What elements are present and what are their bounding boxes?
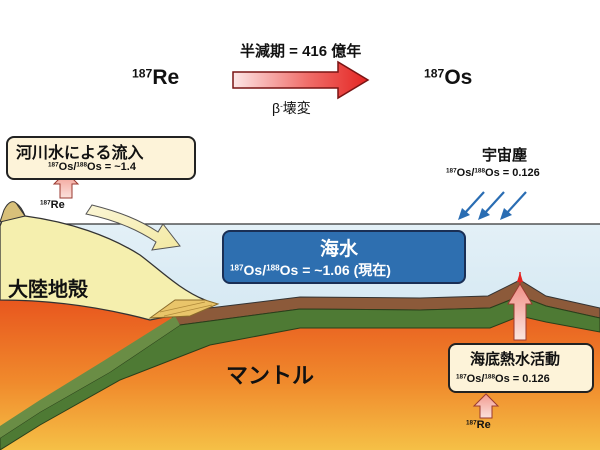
hydrothermal-re-arrow bbox=[472, 393, 500, 419]
seawater-ratio: 187Os/188Os = ~1.06 (現在) bbox=[230, 262, 391, 278]
continental-crust-label: 大陸地殻 bbox=[8, 279, 88, 301]
continent bbox=[0, 202, 207, 321]
seawater-box: 海水 187Os/188Os = ~1.06 (現在) bbox=[222, 230, 466, 284]
beta-decay-label: β-壊変 bbox=[272, 100, 311, 116]
river-input-box: 河川水による流入 187Os/188Os = ~1.4 bbox=[6, 136, 196, 180]
oceanic-crust-green bbox=[0, 295, 600, 450]
river-input-title: 河川水による流入 bbox=[16, 145, 144, 162]
river-re-label: 187Re bbox=[40, 199, 65, 211]
hydrothermal-arrow bbox=[507, 283, 533, 341]
hydrothermal-box: 海底熱水活動 187Os/188Os = 0.126 bbox=[448, 343, 594, 393]
cosmic-dust-arrows bbox=[458, 191, 527, 220]
os187-label: 187Os bbox=[424, 66, 473, 89]
river-input-ratio: 187Os/188Os = ~1.4 bbox=[48, 161, 136, 173]
hydrothermal-ratio: 187Os/188Os = 0.126 bbox=[456, 373, 550, 385]
river-arrow bbox=[85, 204, 181, 251]
cosmic-dust-title: 宇宙塵 bbox=[482, 147, 528, 164]
half-life-label: 半減期 = 416 億年 bbox=[240, 43, 362, 60]
re187-label: 187Re bbox=[132, 66, 180, 89]
mountain-peak bbox=[0, 201, 26, 223]
decay-arrow bbox=[232, 60, 370, 100]
cosmic-dust-ratio: 187Os/188Os = 0.126 bbox=[446, 167, 540, 179]
subducting-slab bbox=[0, 316, 180, 438]
hydrothermal-title: 海底熱水活動 bbox=[470, 351, 561, 368]
sediment-wedge bbox=[148, 299, 220, 319]
hydrothermal-re-label: 187Re bbox=[466, 419, 491, 431]
mantle-label: マントル bbox=[226, 363, 315, 388]
seawater-title: 海水 bbox=[320, 239, 359, 260]
